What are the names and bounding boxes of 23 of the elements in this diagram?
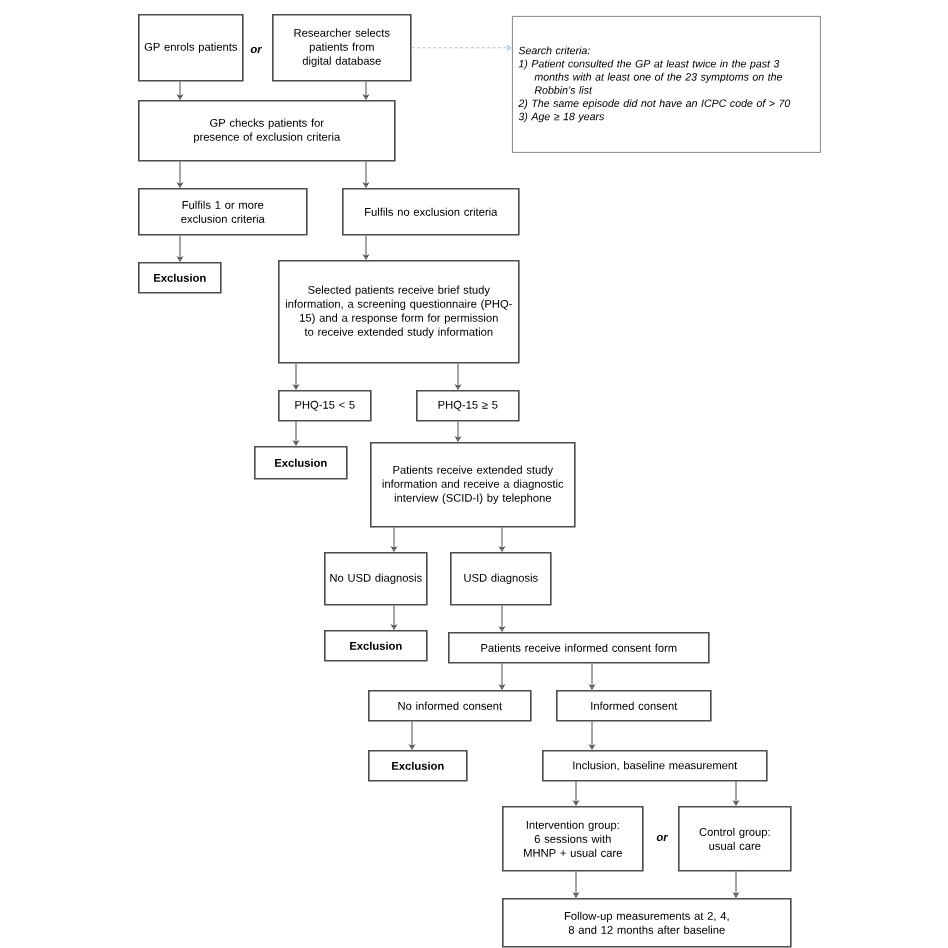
arrow: [499, 527, 505, 552]
arrow: [499, 605, 505, 632]
arrow: [455, 421, 461, 442]
arrow: [363, 81, 369, 100]
arrow: [391, 605, 397, 630]
arrow: [177, 235, 183, 262]
arrow: [411, 44, 512, 51]
arrow: [293, 363, 299, 390]
arrow: [589, 721, 595, 750]
arrow: [177, 161, 183, 188]
arrow: [363, 161, 369, 188]
arrow: [293, 421, 299, 446]
arrow: [733, 871, 739, 898]
arrow: [573, 781, 579, 806]
arrow: [363, 235, 369, 260]
arrow: [409, 721, 415, 750]
arrow: [573, 871, 579, 898]
arrow: [455, 363, 461, 390]
arrow: [733, 781, 739, 806]
arrow: [499, 663, 505, 690]
arrow: [391, 527, 397, 552]
arrow: [177, 81, 183, 100]
arrow: [589, 663, 595, 690]
